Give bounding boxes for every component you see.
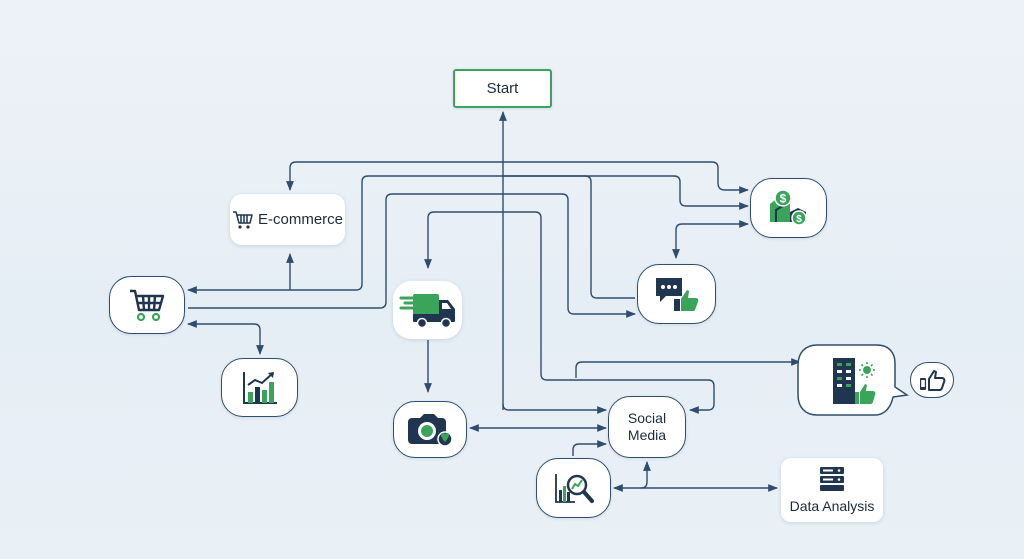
edge-social-down <box>640 461 651 489</box>
like-node[interactable] <box>910 362 954 398</box>
edge-to-finance <box>503 161 749 194</box>
finance-node[interactable]: $ $ <box>750 178 827 238</box>
svg-text:$: $ <box>796 214 802 225</box>
magnifier-chart-icon <box>554 474 594 503</box>
delivery-truck-icon <box>399 294 455 329</box>
edge-finance-feedback <box>672 220 749 259</box>
feedback-node[interactable] <box>637 264 716 324</box>
shopping-cart-icon <box>130 289 165 322</box>
data-analysis-node[interactable]: Data Analysis <box>781 458 883 522</box>
camera-node[interactable] <box>393 401 467 458</box>
edge-finance-row <box>503 175 749 210</box>
edge-analysis-social <box>572 440 607 456</box>
ecommerce-label: E-commerce <box>257 211 343 228</box>
ecommerce-node[interactable]: E-commerce <box>230 194 345 245</box>
start-node[interactable]: Start <box>453 69 552 108</box>
growth-chart-node[interactable] <box>221 358 298 417</box>
data-analysis-label: Data Analysis <box>789 498 875 514</box>
money-bag-icon: $ $ <box>769 189 807 226</box>
phone-thumbs-up-icon <box>920 370 946 391</box>
social-media-label-line1: Social <box>627 410 667 426</box>
edge-to-truck <box>424 211 503 269</box>
social-media-label-line2: Media <box>627 427 667 443</box>
company-node[interactable] <box>798 346 898 416</box>
edge-trunk-bottom <box>502 403 607 414</box>
edge-to-social <box>503 211 715 414</box>
edge-to-feedback <box>503 175 635 299</box>
edge-to-feedback-lower <box>503 193 636 318</box>
analysis-node[interactable] <box>536 458 611 518</box>
server-icon <box>820 467 844 491</box>
svg-text:$: $ <box>779 192 786 206</box>
bar-chart-growth-icon <box>242 371 277 404</box>
edge-to-building <box>575 358 801 378</box>
shopping-cart-icon <box>232 210 253 229</box>
camera-icon <box>408 413 453 447</box>
building-thumbs-up-icon <box>833 358 876 404</box>
delivery-truck-node[interactable] <box>393 281 462 339</box>
edge-cart-lower <box>188 193 503 309</box>
chat-thumbs-up-icon <box>655 278 698 311</box>
edge-to-ecommerce <box>286 161 503 191</box>
edge-cart-to-chart <box>187 320 264 355</box>
shopping-cart-node[interactable] <box>109 276 185 334</box>
social-media-node[interactable]: Social Media <box>608 396 686 458</box>
start-label: Start <box>486 80 519 97</box>
edge-to-cart <box>187 175 503 294</box>
